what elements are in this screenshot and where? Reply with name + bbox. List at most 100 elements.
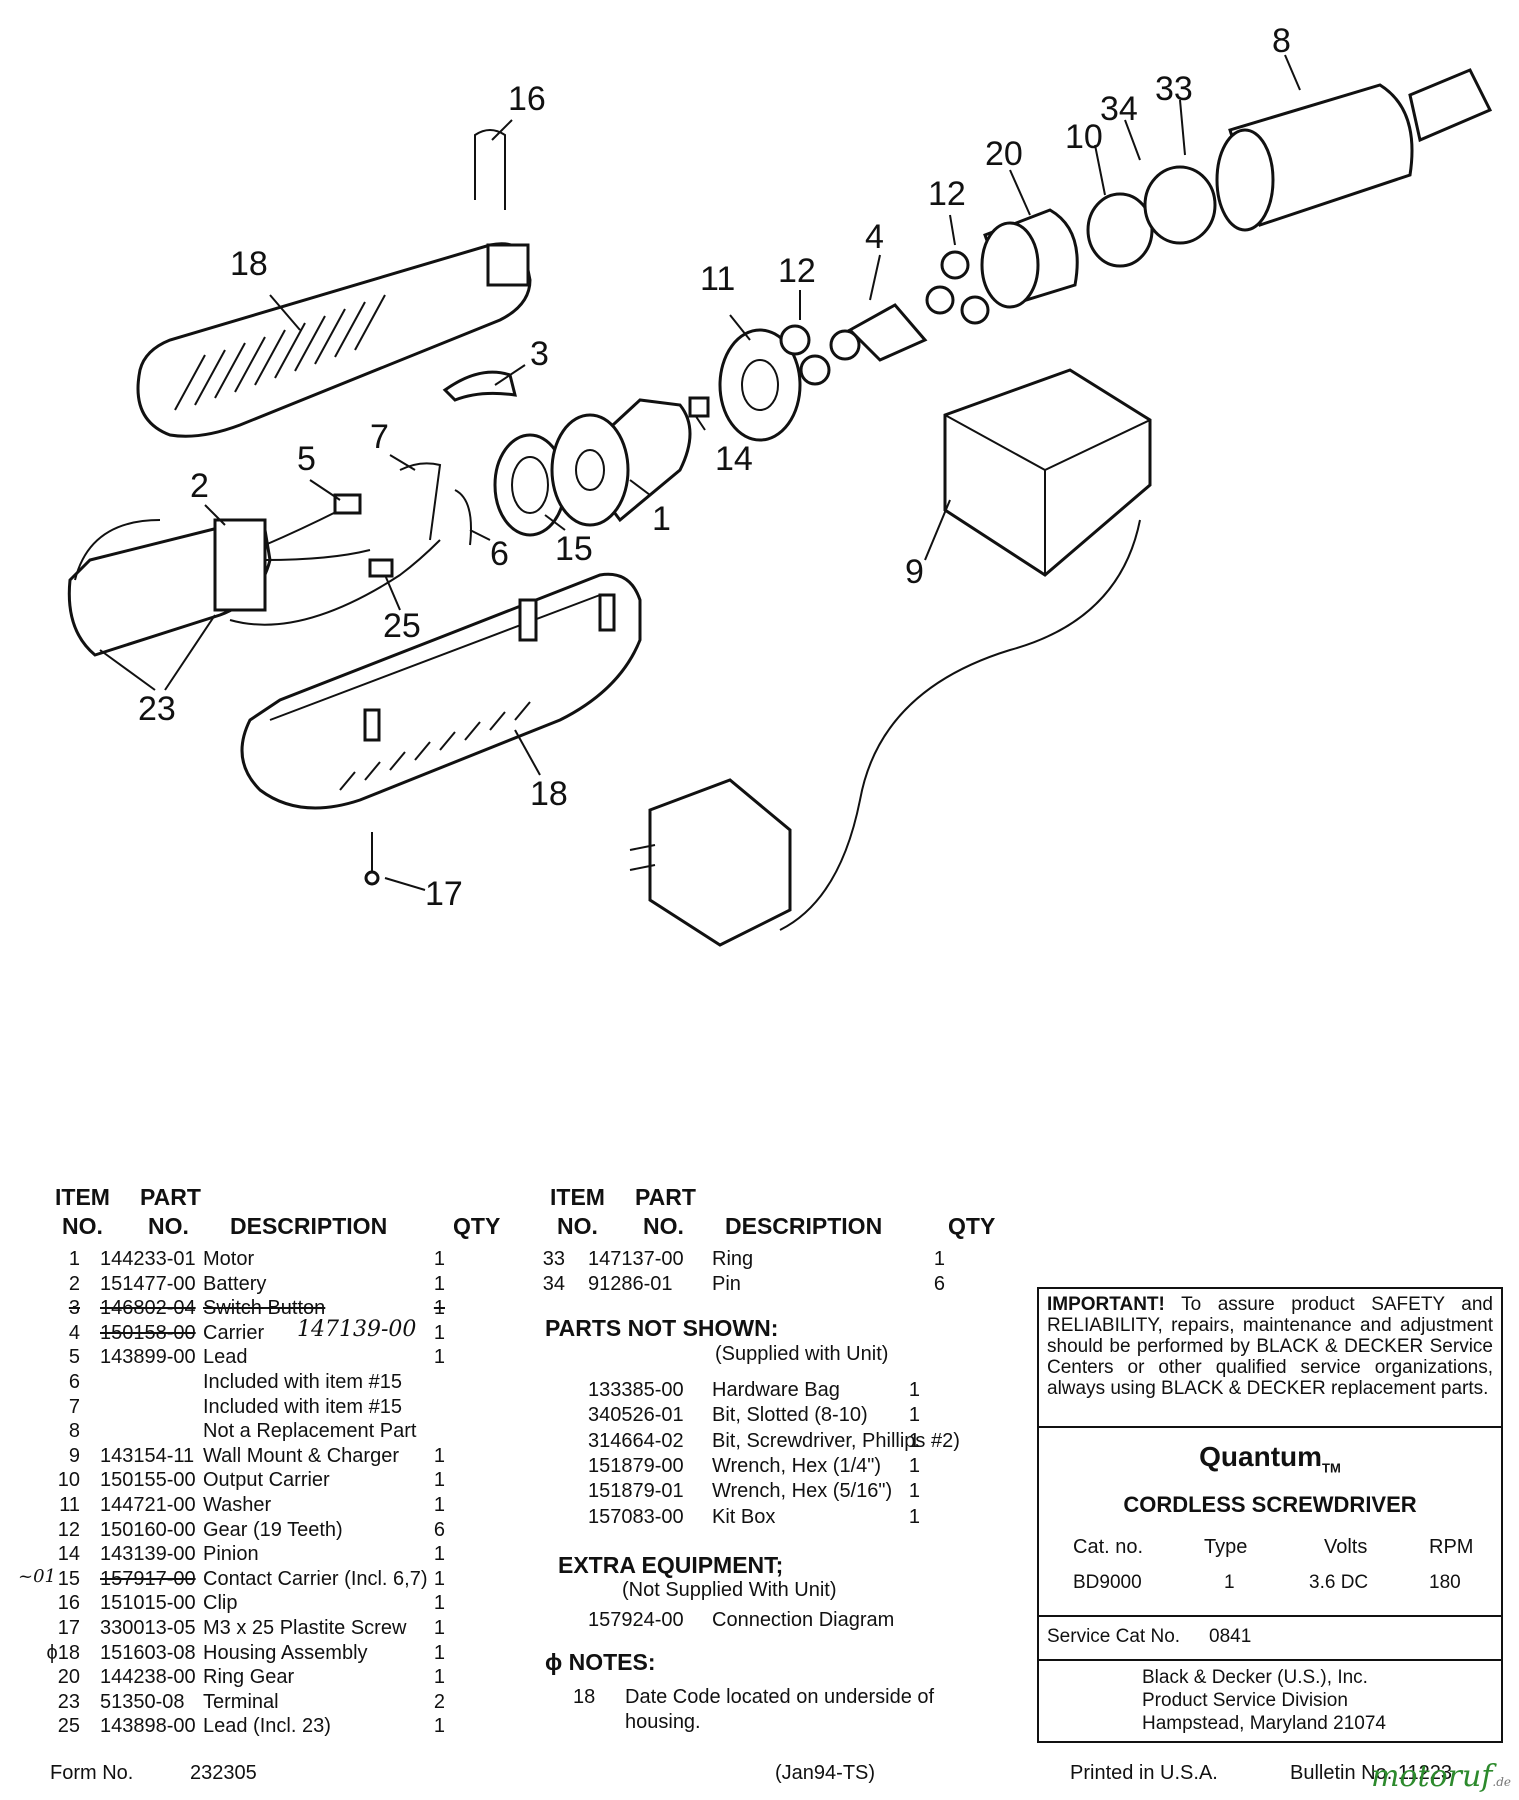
part-number: 133385-00 bbox=[588, 1379, 684, 1401]
upper-housing bbox=[136, 242, 532, 438]
description: Lead bbox=[203, 1346, 248, 1369]
item-number: 23 bbox=[57, 1690, 80, 1713]
quantity: 1 bbox=[433, 1321, 445, 1344]
callout-34: 34 bbox=[1100, 90, 1138, 128]
item-number: 14 bbox=[57, 1543, 80, 1566]
description: Kit Box bbox=[712, 1505, 776, 1528]
item-number: 9 bbox=[68, 1444, 80, 1467]
label-cat: Cat. no. bbox=[1073, 1536, 1144, 1558]
item-number: 8 bbox=[68, 1420, 80, 1443]
item-number: 1 bbox=[68, 1248, 80, 1270]
part-number: 151477-00 bbox=[100, 1272, 196, 1295]
callout-9: 9 bbox=[905, 553, 924, 591]
description: Ring Gear bbox=[203, 1666, 295, 1689]
service-cat-value: 0841 bbox=[1209, 1626, 1252, 1647]
hdr-part-r: PART bbox=[635, 1184, 696, 1210]
callout-20: 20 bbox=[985, 135, 1023, 173]
callout-8: 8 bbox=[1272, 22, 1291, 60]
part-number: 51350-08 bbox=[100, 1690, 185, 1713]
part-number: 144233-01 bbox=[100, 1248, 196, 1270]
service-cat-label: Service Cat No. bbox=[1047, 1626, 1181, 1647]
hdr-description-r: DESCRIPTION bbox=[725, 1213, 883, 1239]
description: Carrier bbox=[203, 1321, 265, 1344]
charger bbox=[629, 778, 792, 947]
important-notice: IMPORTANT! To assure product SAFETY and … bbox=[1047, 1294, 1493, 1399]
description: Hardware Bag bbox=[712, 1379, 840, 1401]
wall-mount bbox=[943, 368, 1152, 577]
item-number: 20 bbox=[57, 1666, 80, 1689]
item-number: 7 bbox=[68, 1395, 80, 1418]
description: Clip bbox=[203, 1592, 238, 1615]
front-housing bbox=[1215, 68, 1493, 232]
description: Pinion bbox=[203, 1543, 259, 1566]
hdr-item-r: ITEM bbox=[550, 1184, 605, 1210]
contact-6 bbox=[454, 489, 472, 546]
quantity: 1 bbox=[433, 1297, 445, 1320]
quantity: 1 bbox=[433, 1641, 445, 1664]
watermark-logo: motoruf.de bbox=[1371, 1759, 1511, 1794]
hdr-description: DESCRIPTION bbox=[230, 1213, 388, 1239]
description: Bit, Screwdriver, Phillips #2) bbox=[712, 1429, 960, 1452]
note-line-2: housing. bbox=[625, 1711, 701, 1733]
washer bbox=[718, 328, 802, 442]
description: Pin bbox=[712, 1272, 741, 1295]
quantity: 1 bbox=[433, 1567, 445, 1590]
quantity: 1 bbox=[433, 1272, 445, 1295]
part-number: 157083-00 bbox=[588, 1505, 684, 1528]
quantity: 1 bbox=[433, 1469, 445, 1492]
item-number: ϕ18 bbox=[46, 1641, 80, 1664]
callout-33: 33 bbox=[1155, 70, 1193, 108]
part-number: 314664-02 bbox=[588, 1429, 684, 1452]
clip bbox=[474, 129, 506, 210]
item-number: 12 bbox=[57, 1518, 80, 1541]
product-brand: QuantumTM bbox=[1039, 1441, 1501, 1476]
part-number: 143154-11 bbox=[100, 1444, 195, 1467]
quantity: 1 bbox=[933, 1248, 945, 1270]
quantity: 1 bbox=[433, 1444, 445, 1467]
form-label: Form No. bbox=[50, 1762, 134, 1784]
exploded-parts-diagram: 16 18 3 5 7 2 6 15 1 14 11 12 4 12 20 10… bbox=[67, 22, 1493, 947]
quantity: 2 bbox=[433, 1690, 445, 1713]
description: Battery bbox=[203, 1272, 267, 1295]
quantity: 1 bbox=[433, 1666, 445, 1689]
label-type: Type bbox=[1204, 1536, 1248, 1558]
product-name: CORDLESS SCREWDRIVER bbox=[1123, 1492, 1417, 1517]
description: Housing Assembly bbox=[203, 1641, 368, 1664]
part-number: 340526-01 bbox=[588, 1404, 684, 1427]
leader-lines bbox=[99, 54, 1301, 891]
hdr-no2: NO. bbox=[148, 1213, 189, 1239]
item-number: 25 bbox=[57, 1715, 80, 1738]
callout-11: 11 bbox=[700, 260, 735, 298]
quantity: 1 bbox=[433, 1543, 445, 1566]
address-line-3: Hampstead, Maryland 21074 bbox=[1142, 1713, 1386, 1734]
address-line-2: Product Service Division bbox=[1142, 1690, 1348, 1711]
description: Wrench, Hex (1/4") bbox=[712, 1454, 882, 1477]
note-item: 18 bbox=[573, 1686, 596, 1708]
part-number: 151879-01 bbox=[588, 1480, 684, 1503]
callout-15: 15 bbox=[555, 530, 593, 568]
extra-equipment-subtitle: (Not Supplied With Unit) bbox=[622, 1579, 837, 1601]
callout-2: 2 bbox=[190, 467, 209, 505]
part-number: 330013-05 bbox=[100, 1617, 196, 1639]
ring-gear bbox=[980, 208, 1079, 309]
value-rpm: 180 bbox=[1429, 1572, 1461, 1593]
description: Bit, Slotted (8-10) bbox=[712, 1404, 868, 1427]
description: Motor bbox=[203, 1248, 255, 1270]
description: Washer bbox=[203, 1494, 272, 1516]
hdr-qty-r: QTY bbox=[948, 1213, 996, 1239]
description: Switch Button bbox=[203, 1297, 326, 1320]
notes-title: ϕ NOTES: bbox=[545, 1649, 656, 1675]
